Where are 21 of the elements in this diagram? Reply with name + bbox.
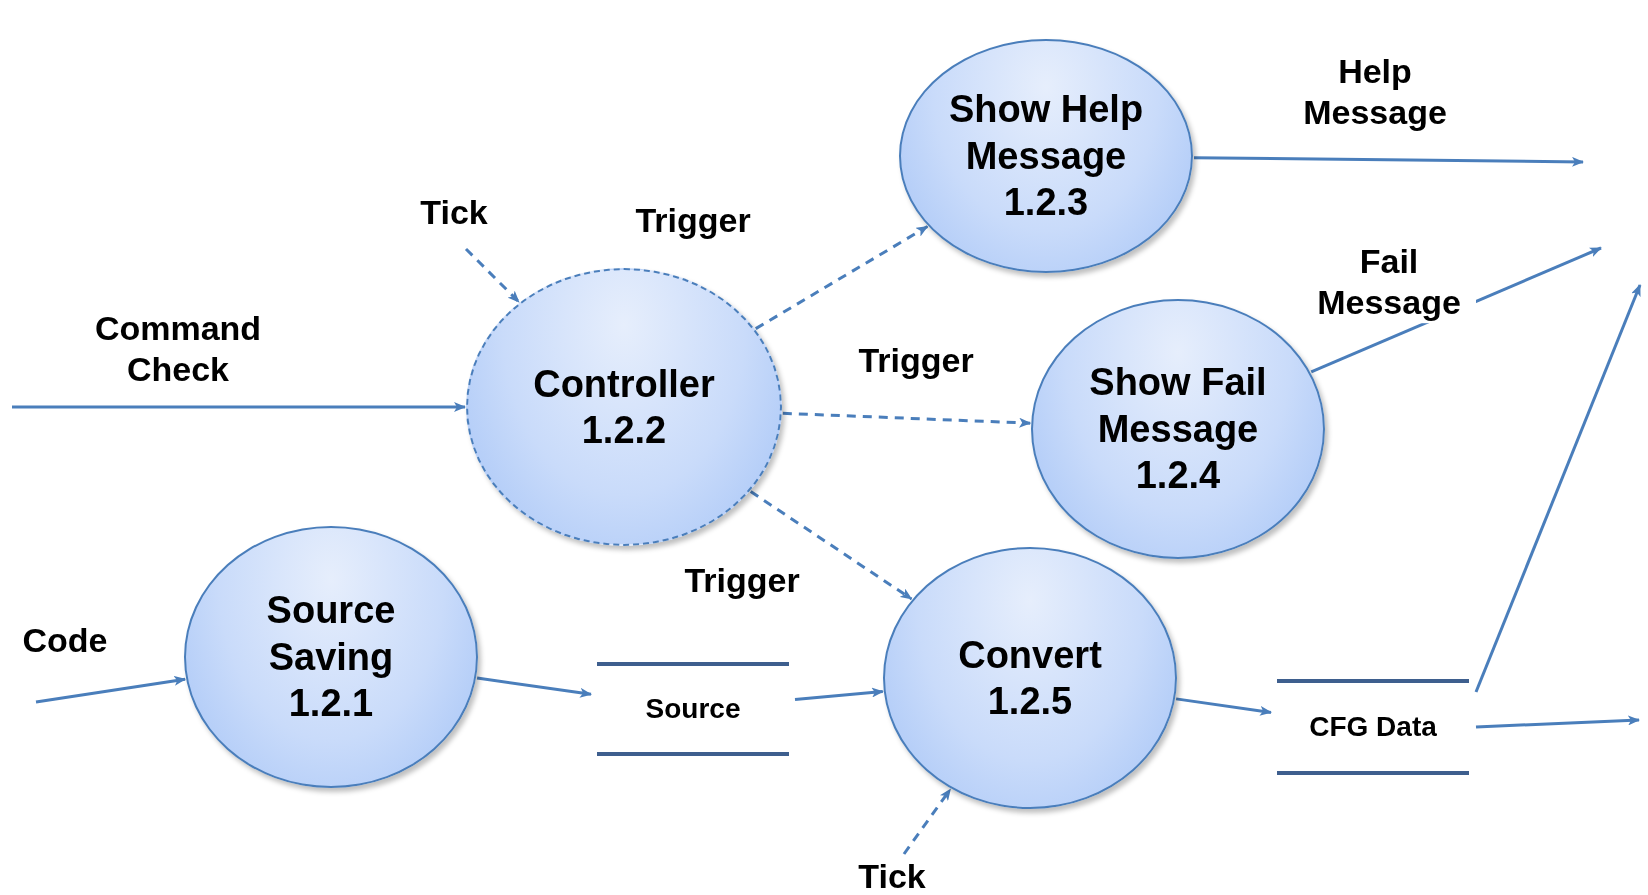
- data-store: [597, 662, 789, 756]
- arrow: [12, 402, 466, 412]
- process-label: Source Saving 1.2.1: [265, 588, 397, 727]
- dashed-arrow: [464, 247, 520, 303]
- dashed-arrow: [782, 411, 1032, 428]
- arrow: [1475, 715, 1640, 729]
- store-label: Source: [645, 693, 741, 725]
- process-label: Controller 1.2.2: [532, 361, 716, 453]
- arrow: [1193, 156, 1584, 167]
- process-label: Convert 1.2.5: [957, 632, 1103, 724]
- dashed-arrow: [902, 788, 952, 855]
- arrow: [476, 676, 592, 698]
- arrow: [35, 675, 187, 704]
- process-label: Show Help Message 1.2.3: [947, 87, 1145, 226]
- arrow: [1474, 284, 1642, 693]
- arrow: [1175, 697, 1272, 716]
- arrow: [794, 687, 884, 702]
- dashed-arrow: [755, 225, 929, 330]
- data-store: [1277, 679, 1469, 775]
- process-label: Show Fail Message 1.2.4: [1088, 360, 1268, 499]
- store-label: CFG Data: [1309, 711, 1437, 743]
